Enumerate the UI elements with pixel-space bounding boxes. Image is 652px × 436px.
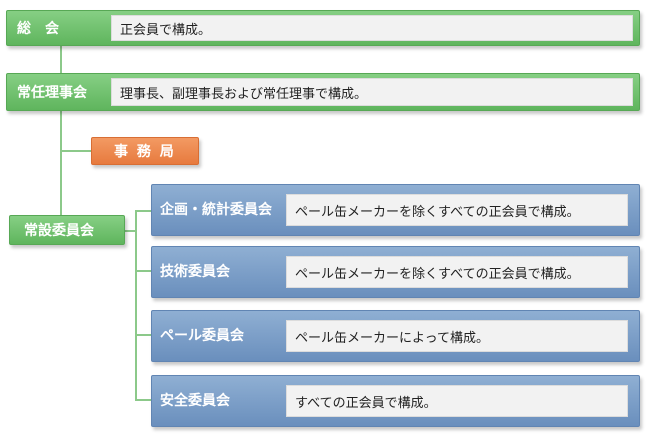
committee-label: ペール委員会 — [160, 328, 244, 344]
committee-label: 安全委員会 — [160, 393, 230, 409]
connector-secretariat — [60, 150, 92, 152]
standing-board-description: 理事長、副理事長および常任理事で構成。 — [111, 78, 633, 106]
committee-description: ペール缶メーカーを除くすべての正会員で構成。 — [286, 194, 628, 226]
connector-committee-1 — [135, 210, 152, 212]
general-assembly-node: 総 会 正会員で構成。 — [6, 10, 640, 46]
committee-technical: 技術委員会 ペール缶メーカーを除くすべての正会員で構成。 — [151, 246, 640, 298]
connector-vertical-main — [60, 46, 62, 218]
standing-board-node: 常任理事会 理事長、副理事長および常任理事で構成。 — [6, 73, 640, 111]
committee-pail: ペール委員会 ペール缶メーカーによって構成。 — [151, 310, 640, 362]
secretariat-node: 事 務 局 — [91, 137, 199, 165]
connector-committee-branch — [124, 230, 136, 232]
committee-planning-statistics: 企画・統計委員会 ペール缶メーカーを除くすべての正会員で構成。 — [151, 184, 640, 236]
committee-label: 技術委員会 — [160, 264, 230, 280]
connector-committee-2 — [135, 270, 152, 272]
connector-committee-3 — [135, 334, 152, 336]
general-assembly-description: 正会員で構成。 — [111, 15, 633, 41]
standing-board-label: 常任理事会 — [17, 85, 87, 101]
committee-description: ペール缶メーカーによって構成。 — [286, 320, 628, 352]
committee-description: すべての正会員で構成。 — [286, 385, 628, 417]
committee-label: 企画・統計委員会 — [160, 202, 272, 218]
standing-committee-label: 常設委員会 — [24, 223, 94, 239]
committee-description: ペール缶メーカーを除くすべての正会員で構成。 — [286, 256, 628, 288]
connector-committee-vertical — [135, 210, 137, 400]
connector-committee-4 — [135, 399, 152, 401]
secretariat-label: 事 務 局 — [114, 144, 176, 160]
general-assembly-label: 総 会 — [17, 21, 59, 37]
committee-safety: 安全委員会 すべての正会員で構成。 — [151, 375, 640, 427]
standing-committee-node: 常設委員会 — [9, 215, 125, 245]
